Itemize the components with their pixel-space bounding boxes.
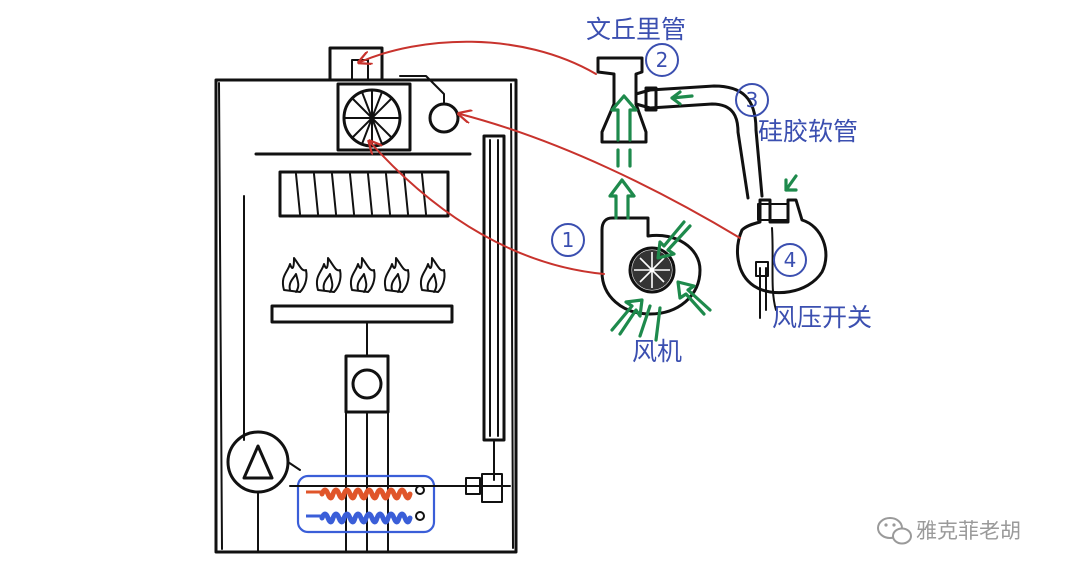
blower-fan [600, 216, 702, 316]
marker-3-number: 3 [746, 88, 759, 112]
marker-4: 4 [773, 243, 807, 277]
airflow-arrows [608, 90, 798, 342]
watermark: 雅克菲老胡 [877, 517, 1021, 545]
hot-water-coil [319, 487, 413, 501]
venturi-tube [596, 56, 652, 144]
plate-heat-exchanger [289, 473, 511, 534]
vertical-pipe [482, 134, 506, 481]
green-arrow-hose [670, 90, 694, 106]
boiler-cabinet [214, 46, 518, 554]
silicone-hose [644, 84, 764, 200]
marker-2-number: 2 [656, 48, 669, 72]
flame-icon [383, 257, 410, 293]
red-arrow-switch-to-sensor [460, 114, 741, 239]
pump-icon [226, 430, 301, 553]
label-fan: 风机 [632, 337, 682, 366]
burner-fan [336, 82, 412, 152]
flame-icon [281, 257, 308, 293]
signal-lines [360, 40, 741, 275]
burner-flames [281, 257, 446, 293]
watermark-text: 雅克菲老胡 [916, 519, 1021, 543]
flame-icon [349, 257, 376, 293]
label-silicone-hose: 硅胶软管 [758, 117, 858, 146]
burner-bar [270, 304, 454, 324]
red-arrow-fan-to-burner [370, 142, 605, 275]
air-pressure-switch [736, 198, 828, 319]
marker-1-number: 1 [562, 228, 575, 252]
red-arrow-venturi-to-flue [360, 40, 597, 75]
green-arrow-inlet-3 [638, 304, 662, 342]
marker-2: 2 [645, 43, 679, 77]
flame-icon [419, 257, 446, 293]
wechat-icon [877, 517, 912, 545]
green-arrow-inlet-4 [656, 220, 692, 260]
green-arrow-fan-outlet [608, 178, 636, 220]
marker-1: 1 [551, 223, 585, 257]
marker-4-number: 4 [784, 248, 797, 272]
marker-3: 3 [735, 83, 769, 117]
green-arrow-switch [784, 174, 798, 192]
label-venturi: 文丘里管 [586, 15, 686, 44]
heat-exchanger [243, 170, 450, 441]
flame-icon [315, 257, 342, 293]
label-pressure-switch: 风压开关 [772, 303, 872, 332]
green-arrow-inlet-2 [676, 280, 712, 316]
cold-water-coil [319, 511, 413, 525]
green-arrow-venturi [610, 94, 638, 142]
green-arrow-inlet-1 [610, 298, 644, 336]
